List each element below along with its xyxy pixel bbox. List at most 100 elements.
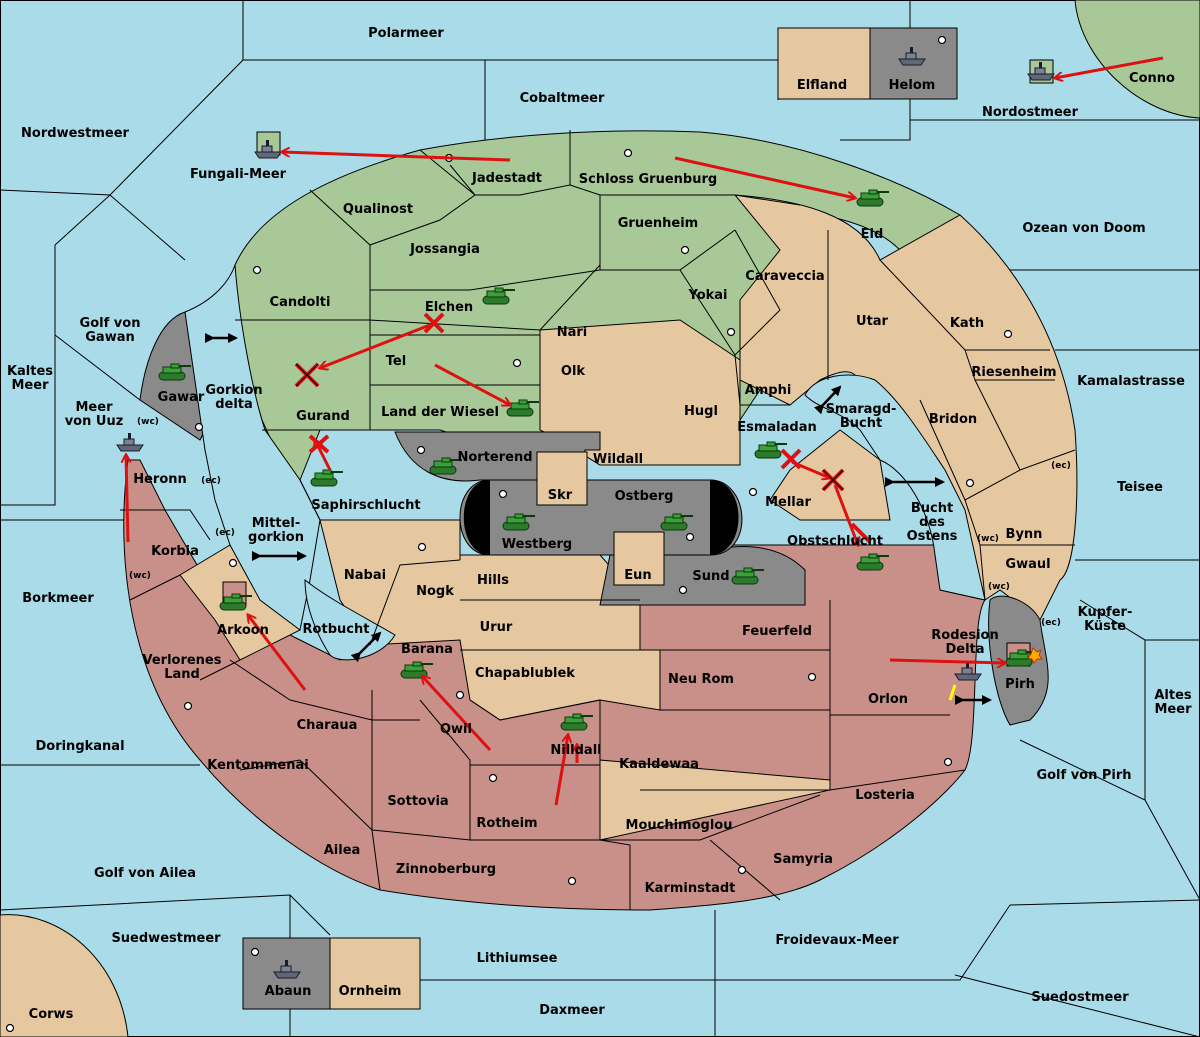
land-labels: Elfland Helom Jadestadt Schloss Gruenbur… [133, 78, 1056, 999]
sea-daxmeer: Daxmeer [539, 1003, 605, 1018]
land-karminstadt: Karminstadt [645, 881, 736, 896]
sea-mittel-2: gorkion [248, 530, 304, 545]
land-zinnoberburg: Zinnoberburg [396, 862, 496, 877]
convoy-arrow-icon [205, 333, 992, 705]
sea-golf-gawan-1: Golf von [80, 316, 141, 331]
sea-gorkion-2: delta [215, 397, 253, 412]
coast-wc: (wc) [137, 417, 159, 427]
coast-ec: (ec) [1041, 618, 1061, 628]
sea-suedwestmeer: Suedwestmeer [111, 931, 221, 946]
territory-borders [120, 130, 1076, 910]
land-korbia: Korbia [151, 544, 199, 559]
conno-land[interactable] [1074, 0, 1200, 119]
land-rodesion-2: Delta [945, 642, 984, 657]
land-gawar: Gawar [158, 390, 205, 405]
sea-golf-ailea: Golf von Ailea [94, 866, 196, 881]
land-heronn: Heronn [133, 472, 187, 487]
coast-wc: (wc) [988, 582, 1010, 592]
land-ostberg: Ostberg [615, 489, 674, 504]
sea-bucht-1: Bucht [911, 501, 953, 516]
land-obstschlucht: Obstschlucht [787, 534, 883, 549]
sea-kaltes-1: Kaltes [7, 364, 53, 379]
land-charaua: Charaua [297, 718, 358, 733]
land-chapablublek: Chapablublek [475, 666, 575, 681]
coast-ec: (ec) [1051, 461, 1071, 471]
land-feuerfeld: Feuerfeld [742, 624, 812, 639]
land-bridon: Bridon [929, 412, 977, 427]
land-helom: Helom [889, 78, 936, 93]
sea-conno: Conno [1129, 71, 1175, 86]
supply-center-icon [5, 35, 1013, 1033]
land-losteria: Losteria [855, 788, 915, 803]
land-caraveccia: Caraveccia [745, 269, 824, 284]
sea-corws: Corws [29, 1007, 74, 1022]
land-pirh: Pirh [1005, 677, 1035, 692]
sea-lithiumsee: Lithiumsee [477, 951, 558, 966]
land-kentommenai: Kentommenai [207, 758, 308, 773]
land-kath: Kath [950, 316, 984, 331]
land-nogk: Nogk [416, 584, 454, 599]
land-elchen: Elchen [425, 300, 473, 315]
coast-ec: (ec) [201, 476, 221, 486]
land-wildall: Wildall [593, 452, 643, 467]
sea-kamalastrasse: Kamalastrasse [1077, 374, 1185, 389]
order-arrows [126, 56, 1164, 806]
sea-smaragd-1: Smaragd- [826, 402, 897, 417]
sea-meer-uuz-2: von Uuz [65, 414, 124, 429]
land-nilldall: Nilldall [550, 743, 601, 758]
land-schloss: Schloss Gruenburg [579, 172, 717, 187]
fortress [459, 451, 743, 586]
sea-labels: Polarmeer Cobaltmeer Nordwestmeer Nordos… [7, 26, 1192, 1022]
sea-borkmeer: Borkmeer [22, 591, 94, 606]
sea-gorkion-1: Gorkion [205, 383, 262, 398]
explosion-icon [1027, 647, 1043, 664]
land-qualinost: Qualinost [343, 202, 413, 217]
land-nari: Nari [557, 325, 588, 340]
corws-land[interactable] [0, 914, 129, 1037]
land-gruenheim: Gruenheim [618, 216, 698, 231]
land-qwil: Qwil [440, 722, 472, 737]
land-samyria: Samyria [773, 852, 833, 867]
sea-suedostmeer: Suedostmeer [1031, 990, 1129, 1005]
land-eld: Eld [861, 227, 884, 242]
land-urur: Urur [480, 620, 513, 635]
land-jossangia: Jossangia [409, 242, 480, 257]
land-sund: Sund [692, 569, 729, 584]
land-sottovia: Sottovia [387, 794, 448, 809]
sea-teisee: Teisee [1117, 480, 1163, 495]
sea-fungali: Fungali-Meer [190, 167, 287, 182]
sea-golf-gawan-2: Gawan [85, 330, 134, 345]
land-candolti: Candolti [270, 295, 331, 310]
coast-wc: (wc) [977, 534, 999, 544]
sea-nordwestmeer: Nordwestmeer [21, 126, 129, 141]
sea-altes-1: Altes [1154, 688, 1192, 703]
coast-ec: (ec) [215, 528, 235, 538]
sea-doringkanal: Doringkanal [35, 739, 124, 754]
land-kaaldewaa: Kaaldewaa [619, 757, 699, 772]
land-eun: Eun [624, 568, 651, 583]
land-rotheim: Rotheim [476, 816, 537, 831]
land-gwaul: Gwaul [1005, 557, 1050, 572]
land-norterend: Norterend [457, 450, 532, 465]
sea-kupfer-1: Kupfer- [1078, 605, 1133, 620]
sea-cobaltmeer: Cobaltmeer [520, 91, 605, 106]
land-wiesel: Land der Wiesel [381, 405, 499, 420]
land-gurand: Gurand [296, 409, 350, 424]
sea-altes-2: Meer [1155, 702, 1193, 717]
sea-polarmeer: Polarmeer [368, 26, 444, 41]
sea-meer-uuz-1: Meer [76, 400, 114, 415]
sea-smaragd-2: Bucht [840, 416, 882, 431]
coast-labels: (wc) (ec) (ec) (wc) (ec) (wc) (wc) (ec) [129, 417, 1071, 628]
land-elfland: Elfland [797, 78, 847, 93]
land-mouchimoglou: Mouchimoglou [626, 818, 733, 833]
land-nabai: Nabai [344, 568, 386, 583]
sea-golf-pirh: Golf von Pirh [1036, 768, 1131, 783]
land-saphir: Saphirschlucht [311, 498, 420, 513]
coast-wc: (wc) [129, 571, 151, 581]
land-mellar: Mellar [765, 495, 811, 510]
land-ornheim: Ornheim [339, 984, 402, 999]
land-utar: Utar [856, 314, 889, 329]
land-verlorenes-2: Land [164, 667, 200, 682]
sea-kupfer-2: Küste [1084, 619, 1126, 634]
